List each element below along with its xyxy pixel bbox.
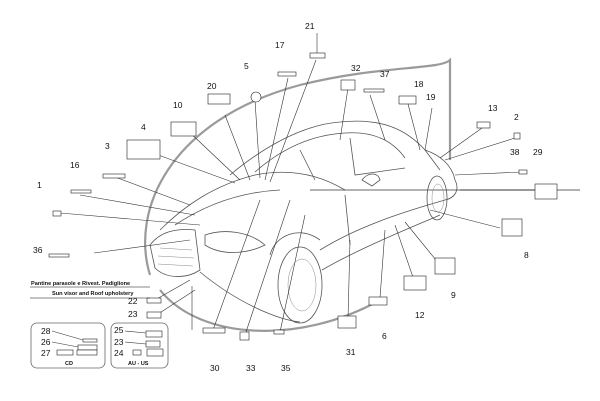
- au-item-23: 23: [114, 337, 124, 347]
- sticker-16: [70, 189, 92, 194]
- callout-35: 35: [281, 363, 291, 373]
- sticker-20: [207, 93, 231, 105]
- cd-caption: CD: [65, 361, 73, 367]
- callout-21: 21: [305, 21, 315, 31]
- callout-5: 5: [244, 61, 249, 71]
- callout-6: 6: [382, 331, 387, 341]
- callout-23: 23: [128, 309, 138, 319]
- sticker-9: [434, 257, 456, 275]
- sticker-38: [518, 169, 528, 175]
- callout-18: 18: [414, 79, 424, 89]
- callout-3: 3: [105, 141, 110, 151]
- au-item-25: 25: [114, 325, 124, 335]
- callout-19: 19: [426, 92, 436, 102]
- box-cd: 28 26 27 CD: [30, 322, 106, 369]
- cd-item-26: 26: [41, 337, 51, 347]
- callout-22: 22: [128, 296, 138, 306]
- sticker-12: [403, 275, 427, 291]
- sticker-36: [48, 253, 70, 258]
- sticker-23: [146, 311, 162, 319]
- callout-37: 37: [380, 69, 390, 79]
- callout-36: 36: [33, 245, 43, 255]
- sticker-10: [170, 121, 197, 137]
- header-line-1: Pantine parasole e Rivest. Padiglione: [31, 281, 130, 287]
- sticker-3: [102, 173, 126, 179]
- cd-item-28: 28: [41, 326, 51, 336]
- callout-17: 17: [275, 40, 285, 50]
- au-item-24: 24: [114, 348, 124, 358]
- sticker-18: [398, 95, 417, 105]
- sticker-4: [126, 139, 161, 160]
- callout-4: 4: [141, 122, 146, 132]
- callout-30: 30: [210, 363, 220, 373]
- sticker-17: [277, 71, 297, 77]
- sticker-33: [239, 331, 250, 341]
- sticker-8: [501, 218, 523, 237]
- au-caption: AU - US: [128, 361, 149, 367]
- callout-13: 13: [488, 103, 498, 113]
- callout-10: 10: [173, 100, 183, 110]
- box-au-us: 25 23 24 AU - US: [110, 322, 169, 369]
- sticker-2: [513, 132, 521, 140]
- callout-33: 33: [246, 363, 256, 373]
- sticker-29: [534, 183, 558, 200]
- callout-2: 2: [514, 112, 519, 122]
- callout-numbers: 1 2 3 4 5 6 8 9 10 12 13 16 17 18 19 20 …: [33, 21, 543, 373]
- callout-9: 9: [451, 290, 456, 300]
- sticker-35: [273, 329, 285, 335]
- callout-32: 32: [351, 63, 361, 73]
- callout-31: 31: [346, 347, 356, 357]
- car-outline: [149, 120, 458, 324]
- sticker-30: [202, 327, 226, 334]
- sticker-37: [363, 88, 385, 93]
- callout-38-visible: 38: [510, 147, 520, 157]
- callout-20: 20: [207, 81, 217, 91]
- callout-1: 1: [37, 180, 42, 190]
- callout-16: 16: [70, 160, 80, 170]
- callout-29: 29: [533, 147, 543, 157]
- sticker-31: [337, 315, 357, 329]
- sticker-6: [368, 296, 388, 306]
- sticker-5: [250, 91, 262, 103]
- sticker-13: [476, 121, 491, 129]
- sticker-1: [52, 210, 62, 217]
- sticker-32: [340, 79, 356, 91]
- sticker-22: [146, 297, 162, 304]
- header-line-2: Sun visor and Roof upholstery: [52, 291, 134, 297]
- cd-item-27: 27: [41, 348, 51, 358]
- label-stickers: [48, 33, 558, 341]
- callout-12: 12: [415, 310, 425, 320]
- sticker-21: [309, 52, 326, 59]
- callout-8: 8: [524, 250, 529, 260]
- section-header: Pantine parasole e Rivest. Padiglione Su…: [30, 281, 150, 299]
- leader-lines: [59, 59, 535, 336]
